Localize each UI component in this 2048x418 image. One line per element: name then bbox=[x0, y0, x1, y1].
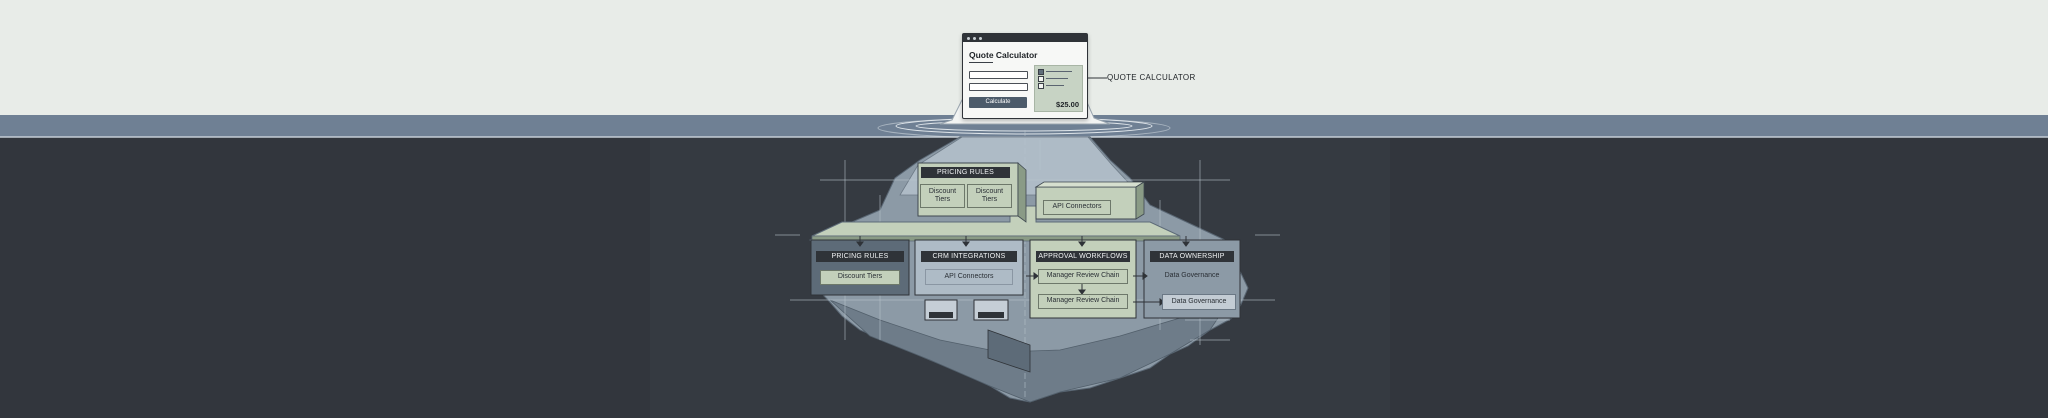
manager-review-chain-chip: Manager Review Chain bbox=[1038, 269, 1128, 284]
quote-price: $25.00 bbox=[1056, 100, 1079, 109]
quote-input-field[interactable] bbox=[969, 71, 1028, 79]
checkbox-icon[interactable] bbox=[1038, 83, 1044, 89]
lower-facet-block bbox=[987, 329, 1031, 373]
lower-block-left-slot bbox=[929, 312, 953, 318]
data-governance-chip: Data Governance bbox=[1162, 294, 1236, 310]
quote-summary-panel: $25.00 bbox=[1034, 65, 1083, 112]
module-crm-box bbox=[914, 239, 1024, 296]
option-line bbox=[1046, 71, 1072, 72]
approval-workflows-header: APPROVAL WORKFLOWS bbox=[1036, 251, 1130, 262]
lower-block-right-slot bbox=[978, 312, 1004, 318]
callout-leader-line bbox=[1087, 77, 1107, 79]
discount-tiers-chip: Discount Tiers bbox=[820, 270, 900, 285]
data-ownership-header: DATA OWNERSHIP bbox=[1150, 251, 1234, 262]
quote-input-field[interactable] bbox=[969, 83, 1028, 91]
quote-calculator-title: Quote Calculator bbox=[969, 50, 1038, 60]
calculate-button[interactable]: Calculate bbox=[969, 97, 1027, 108]
checkbox-checked-icon[interactable] bbox=[1038, 69, 1044, 75]
api-connectors-chip: API Connectors bbox=[925, 269, 1013, 285]
pricing-rules-header: PRICING RULES bbox=[816, 251, 904, 262]
crm-integrations-header: CRM INTEGRATIONS bbox=[921, 251, 1017, 262]
manager-review-chain-chip: Manager Review Chain bbox=[1038, 294, 1128, 309]
option-line bbox=[1046, 78, 1068, 79]
checkbox-icon[interactable] bbox=[1038, 76, 1044, 82]
window-dot-icon bbox=[967, 36, 970, 40]
api-top-cap bbox=[1034, 181, 1146, 188]
title-underline bbox=[969, 62, 993, 63]
quote-calculator-callout: QUOTE CALCULATOR bbox=[1107, 73, 1196, 82]
top-discount-tiers-chip: Discount Tiers bbox=[967, 184, 1012, 208]
top-api-connectors-chip: API Connectors bbox=[1043, 200, 1111, 215]
module-pricing-rules-box bbox=[810, 239, 910, 296]
quote-calculator-window: Quote Calculator Calculate $25.00 bbox=[962, 33, 1088, 119]
top-pricing-rules-header: PRICING RULES bbox=[921, 167, 1010, 178]
window-dot-icon bbox=[973, 36, 976, 40]
option-line bbox=[1046, 85, 1064, 86]
window-titlebar bbox=[963, 34, 1087, 42]
pricing-rules-top-side bbox=[1017, 162, 1027, 223]
data-governance-chip: Data Governance bbox=[1164, 272, 1220, 280]
water-surface bbox=[0, 115, 2048, 137]
api-top-side bbox=[1135, 181, 1145, 220]
window-dot-icon bbox=[979, 36, 982, 40]
top-discount-tiers-chip: Discount Tiers bbox=[920, 184, 965, 208]
flow-arrows bbox=[856, 236, 1190, 306]
